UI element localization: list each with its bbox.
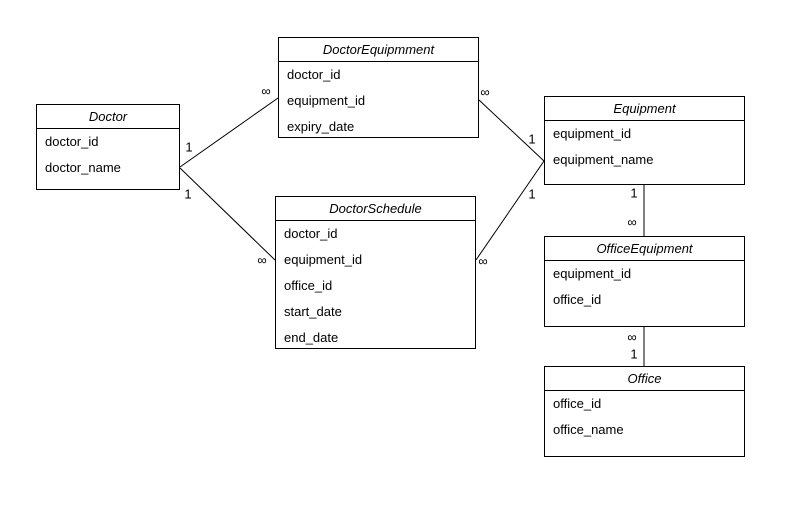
cardinality-label: 1 <box>184 186 192 202</box>
entity-doctor[interactable]: Doctor doctor_id doctor_name <box>36 104 180 190</box>
entity-doctor-equipmment[interactable]: DoctorEquipmment doctor_id equipment_id … <box>278 37 479 138</box>
attribute: equipment_id <box>287 93 366 108</box>
attribute: doctor_name <box>45 160 121 175</box>
cardinality-label: 1 <box>528 131 536 147</box>
cardinality-label: 1 <box>630 346 638 362</box>
attribute: office_id <box>553 396 602 411</box>
relationship-line-doctor-doctorschedule <box>179 167 276 261</box>
entity-title: Doctor <box>37 105 179 129</box>
entity-office[interactable]: Office office_id office_name <box>544 366 745 457</box>
relationship-line-doctor-doctorequipmment <box>179 97 279 168</box>
attribute: doctor_id <box>287 67 341 82</box>
attribute: expiry_date <box>287 119 355 134</box>
attribute: office_id <box>284 278 333 293</box>
entity-title: Equipment <box>545 97 744 121</box>
attribute: doctor_id <box>284 226 338 241</box>
attribute: end_date <box>284 330 339 345</box>
entity-title: Office <box>545 367 744 391</box>
attribute: equipment_id <box>284 252 363 267</box>
attribute: office_name <box>553 422 624 437</box>
cardinality-label: 1 <box>630 185 638 201</box>
attribute: equipment_id <box>553 266 632 281</box>
entity-title: DoctorSchedule <box>276 197 475 221</box>
attribute: equipment_id <box>553 126 632 141</box>
attribute: office_id <box>553 292 602 307</box>
relationship-line-doctorschedule-equipment <box>475 160 545 261</box>
cardinality-label: ∞ <box>627 214 637 230</box>
attribute: start_date <box>284 304 342 319</box>
cardinality-label: 1 <box>528 186 536 202</box>
entity-equipment[interactable]: Equipment equipment_id equipment_name <box>544 96 745 185</box>
cardinality-label: 1 <box>185 139 193 155</box>
cardinality-label: ∞ <box>257 252 267 268</box>
relationship-line-doctorequipmment-equipment <box>478 99 545 162</box>
cardinality-label: ∞ <box>480 84 490 100</box>
cardinality-label: ∞ <box>627 329 637 345</box>
entity-office-equipment[interactable]: OfficeEquipment equipment_id office_id <box>544 236 745 327</box>
cardinality-label: ∞ <box>261 83 271 99</box>
attribute: doctor_id <box>45 134 99 149</box>
entity-title: OfficeEquipment <box>545 237 744 261</box>
entity-doctor-schedule[interactable]: DoctorSchedule doctor_id equipment_id of… <box>275 196 476 349</box>
attribute: equipment_name <box>553 152 654 167</box>
entity-title: DoctorEquipmment <box>279 38 478 62</box>
cardinality-label: ∞ <box>478 253 488 269</box>
